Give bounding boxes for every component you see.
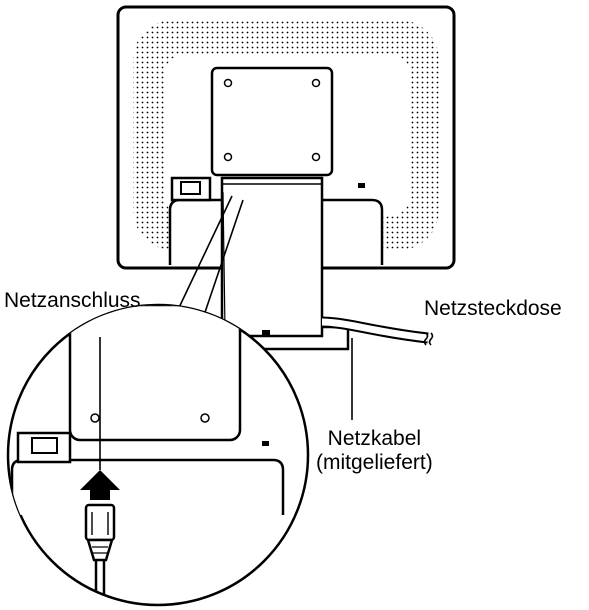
power-cable-label-line2: (mitgeliefert)	[316, 451, 433, 474]
magnified-view	[6, 303, 310, 607]
small-port	[358, 183, 365, 188]
vesa-mount-plate	[210, 66, 334, 177]
power-outlet-label: Netzsteckdose	[424, 297, 562, 320]
power-plug	[84, 503, 116, 605]
power-terminal-label: Netzanschluss	[4, 289, 141, 312]
power-cable-upper	[321, 316, 434, 346]
stand-neck	[220, 176, 324, 338]
power-cable-label: Netzkabel (mitgeliefert)	[316, 427, 433, 475]
power-terminal-small	[170, 176, 212, 202]
power-cable-label-line1: Netzkabel	[327, 427, 422, 450]
insert-arrow-icon	[80, 470, 120, 500]
